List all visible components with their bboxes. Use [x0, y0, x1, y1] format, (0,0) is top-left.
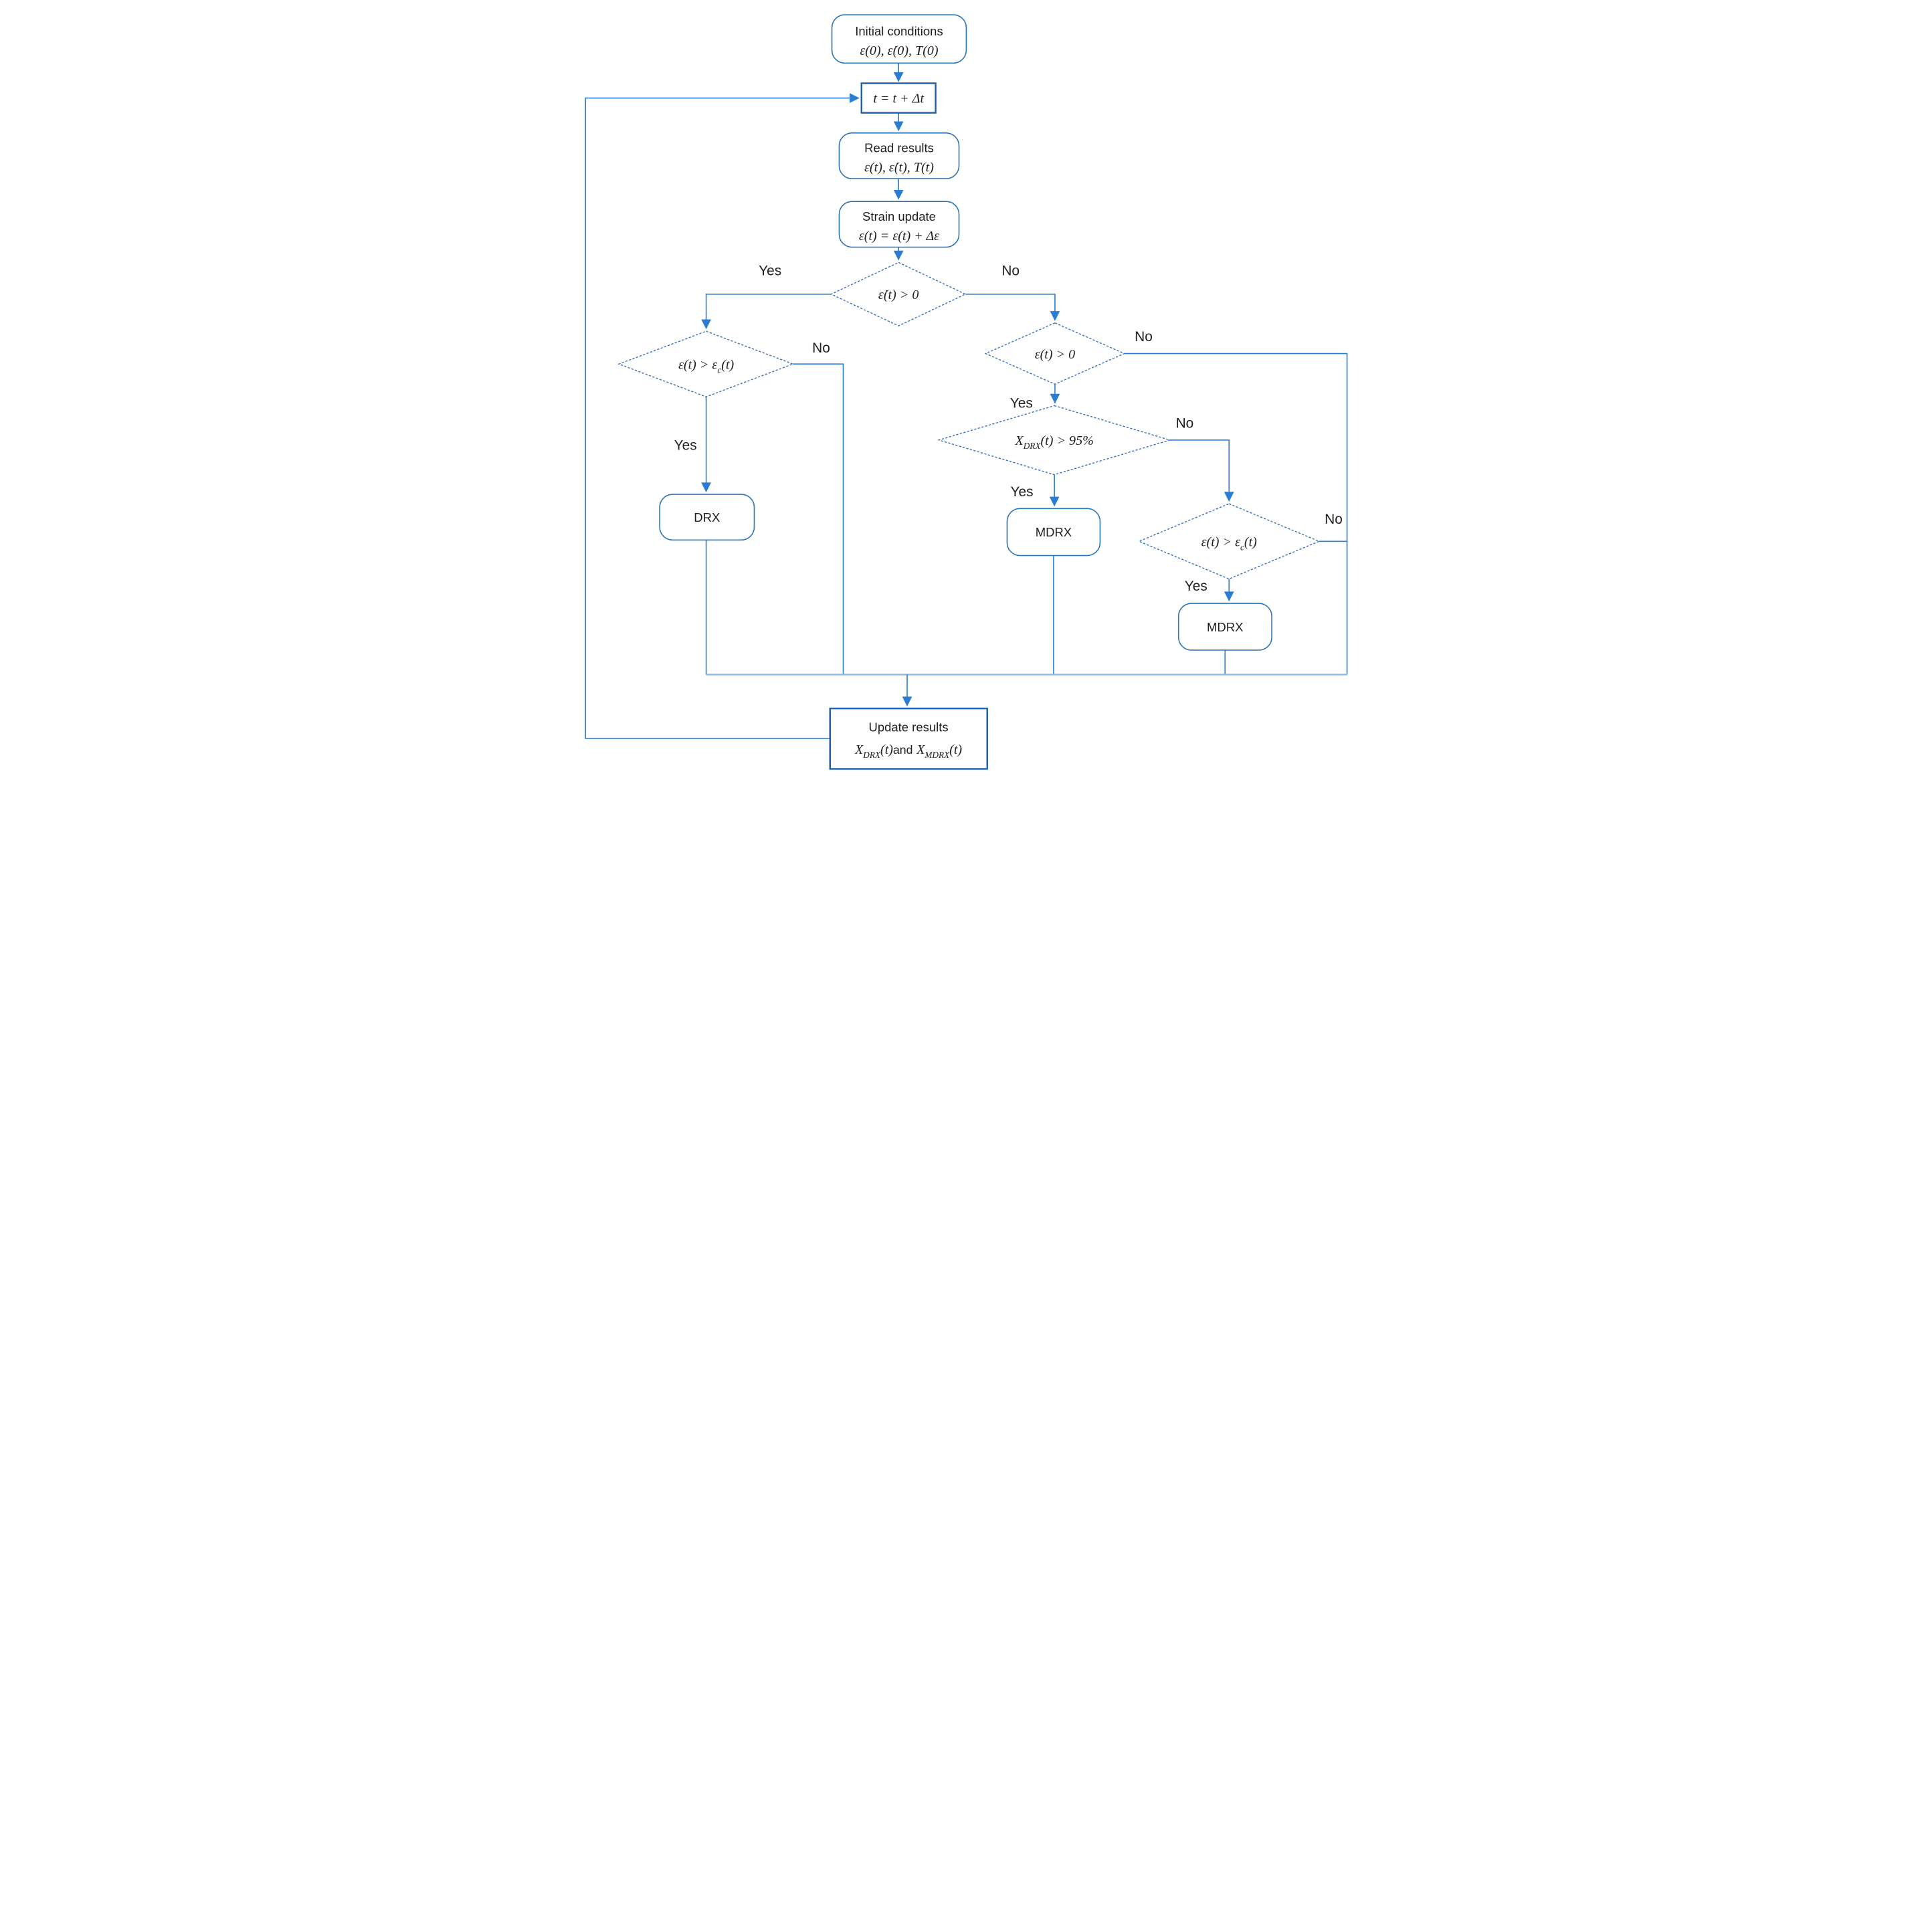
mdrx-right-shape: [1177, 603, 1272, 651]
read-results-title: Read results: [864, 141, 934, 155]
read-results-math: ε(t), ε̇(t), T(t): [864, 161, 934, 175]
decision-strain-gt-critical-left: ε(t) > εc(t): [617, 330, 795, 397]
condition-pre: ε(t) > ε: [678, 357, 717, 372]
edge-loopback-to-timestep: [585, 93, 860, 739]
node-read-results: Read results ε(t), ε̇(t), T(t): [838, 132, 960, 179]
label-strain-critical-left-no: No: [812, 340, 830, 356]
mdrx-right-label: MDRX: [1207, 620, 1243, 634]
flowchart-diagram: Yes No No Yes No Yes No Yes No Yes Initi…: [585, 14, 1348, 770]
decision-xdrx-gt-95: XDRX(t) > 95%: [937, 405, 1172, 476]
math-x2: X: [916, 742, 925, 757]
label-strain-critical-left-yes: Yes: [674, 438, 697, 453]
condition-post: (t) > 95%: [1040, 433, 1093, 448]
math-x2-post: (t): [949, 742, 962, 757]
condition-subscript: DRX: [1023, 441, 1042, 451]
edge-strainrate-no: [965, 293, 1060, 321]
initial-conditions-title: Initial conditions: [855, 24, 943, 38]
label-xdrx-no: No: [1176, 415, 1194, 431]
strain-rate-condition: ε̇(t) > 0: [878, 288, 919, 302]
decision-strain-rate-positive: ε̇(t) > 0: [830, 262, 967, 326]
node-time-increment: t = t + Δt: [860, 82, 937, 114]
connectors: [585, 63, 1348, 739]
label-strain-positive-no: No: [1135, 329, 1153, 344]
label-xdrx-yes: Yes: [1011, 484, 1034, 500]
xdrx-condition: XDRX(t) > 95%: [1014, 433, 1093, 451]
label-strain-rate-yes: Yes: [759, 264, 781, 279]
edge-xdrx-no: [1169, 439, 1234, 502]
condition-post: (t): [1244, 535, 1257, 550]
node-strain-update: Strain update ε(t) = ε(t) + Δε: [838, 201, 960, 248]
node-drx: DRX: [659, 494, 755, 541]
strain-critical-right-condition: ε(t) > εc(t): [1201, 535, 1258, 552]
label-strain-critical-right-no: No: [1325, 512, 1343, 527]
strain-positive-diamond-shape: [984, 322, 1126, 385]
label-strain-critical-right-yes: Yes: [1185, 579, 1208, 594]
label-strain-rate-no: No: [1001, 264, 1020, 279]
node-mdrx-right: MDRX: [1177, 603, 1272, 651]
update-results-title: Update results: [868, 720, 948, 734]
drx-label: DRX: [694, 510, 720, 524]
strain-critical-left-condition: ε(t) > εc(t): [678, 357, 735, 375]
math-x1-post: (t): [880, 742, 893, 757]
edge-strainrate-yes: [701, 293, 832, 330]
initial-conditions-math: ε(0), ε̇(0), T(0): [860, 43, 939, 58]
strain-update-shape: [838, 201, 960, 248]
condition-post: (t): [721, 357, 734, 372]
strain-rate-diamond-shape: [830, 262, 967, 326]
mdrx-center-shape: [1006, 508, 1101, 557]
strain-critical-right-diamond-shape: [1137, 503, 1321, 580]
node-mdrx-center: MDRX: [1006, 508, 1101, 557]
time-increment-shape: [860, 82, 937, 114]
node-initial-conditions: Initial conditions ε(0), ε̇(0), T(0): [831, 14, 967, 64]
drx-shape: [659, 494, 755, 541]
time-increment-math: t = t + Δt: [873, 91, 924, 106]
edge-strainpos-no: [1124, 352, 1348, 675]
math-x1: X: [854, 742, 864, 757]
strain-critical-left-diamond-shape: [617, 330, 795, 397]
flowchart-page: Yes No No Yes No Yes No Yes No Yes Initi…: [0, 0, 1932, 791]
decision-strain-gt-critical-right: ε(t) > εc(t): [1137, 503, 1321, 580]
label-strain-positive-yes: Yes: [1010, 395, 1033, 411]
condition-subscript: c: [1240, 542, 1244, 552]
math-x1-subscript: DRX: [862, 750, 881, 760]
update-results-shape: [829, 707, 988, 770]
condition-pre: ε(t) > ε: [1201, 535, 1240, 550]
initial-conditions-shape: [831, 14, 967, 64]
decision-strain-positive: ε(t) > 0: [984, 322, 1126, 385]
mdrx-center-label: MDRX: [1036, 525, 1072, 539]
edge-critleft-no: [793, 363, 844, 675]
branch-labels: Yes No No Yes No Yes No Yes No Yes: [674, 264, 1343, 594]
strain-update-math: ε(t) = ε(t) + Δε: [859, 229, 939, 243]
strain-update-title: Strain update: [862, 209, 936, 223]
condition-pre: X: [1014, 433, 1024, 448]
condition-subscript: c: [717, 365, 721, 375]
strain-positive-condition: ε(t) > 0: [1035, 347, 1076, 362]
read-results-shape: [838, 132, 960, 179]
math-conjunction: and: [893, 743, 912, 756]
math-x2-subscript: MDRX: [924, 750, 950, 760]
xdrx-diamond-shape: [937, 405, 1172, 476]
